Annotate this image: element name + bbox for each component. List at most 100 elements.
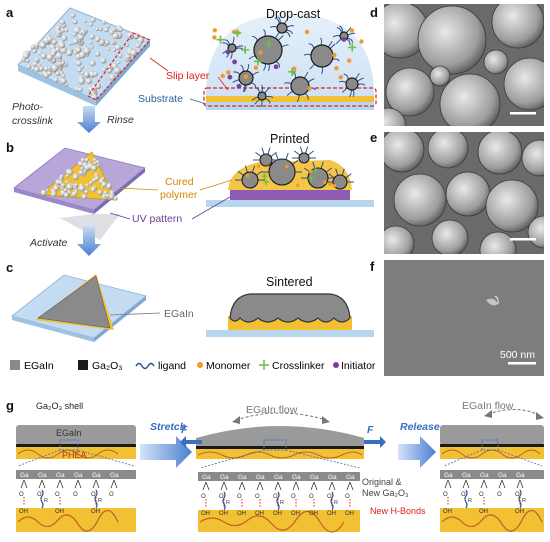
egain-particle (80, 157, 86, 163)
legend-monomer: Monomer (206, 360, 251, 372)
egain-particle (73, 183, 78, 187)
g-hbonds: New H-Bonds (370, 506, 426, 516)
panel-label-b: b (6, 140, 14, 155)
svg-text:O: O (515, 492, 520, 498)
svg-text:Ga: Ga (346, 474, 355, 481)
egain-particle (53, 185, 60, 192)
egain-particle (101, 20, 107, 25)
svg-text:O: O (273, 494, 278, 500)
title-sintered: Sintered (266, 275, 313, 289)
egain-particle (32, 48, 37, 54)
egain-particle (78, 170, 84, 176)
cured-leader-2 (199, 179, 233, 191)
egain-particle (118, 53, 123, 58)
egain-particle (26, 64, 32, 69)
label-uv-pattern: UV pattern (132, 213, 182, 225)
arrow-a-to-b (77, 106, 101, 133)
svg-text:R: R (226, 500, 230, 506)
legend-swatch-ga2o3 (78, 360, 88, 370)
g-egain-label: EGaIn (56, 428, 82, 438)
dropcast-schematic (203, 14, 377, 110)
egain-particle (84, 157, 90, 163)
svg-text:O: O (201, 494, 206, 500)
egain-particle (64, 82, 69, 87)
svg-text:Ga: Ga (274, 474, 283, 481)
svg-text:R: R (44, 498, 48, 504)
step-photo-2: crosslink (12, 115, 54, 127)
label-egain-c: EGaIn (164, 308, 194, 320)
egain-droplet (310, 44, 334, 68)
egain-particle (102, 68, 106, 72)
sem-particle (483, 49, 509, 75)
monomer-dot (212, 28, 217, 33)
monomer-dot (332, 52, 337, 58)
egain-particle (66, 49, 73, 57)
egain-particle (40, 53, 47, 60)
step-rinse: Rinse (107, 114, 134, 126)
egain-particle (68, 191, 72, 195)
panel-a-particles (21, 12, 145, 100)
panel-a-substrate (17, 7, 152, 106)
arrow-release (398, 436, 436, 468)
monomer-dot (292, 66, 297, 71)
svg-text:OH: OH (345, 511, 354, 517)
egain-particle (38, 66, 44, 72)
egain-particle (110, 40, 115, 45)
label-cured-2: polymer (160, 189, 198, 201)
sem-image-e (384, 132, 544, 254)
egain-particle (132, 32, 140, 40)
egain-particle (125, 43, 129, 48)
legend: EGaIn Ga₂O₃ ligand Monomer Crosslinker I… (10, 360, 376, 372)
egain-particle (101, 177, 105, 181)
sem-particle (393, 173, 447, 227)
g-original-1: Original & (362, 477, 402, 487)
egain-particle (103, 27, 109, 33)
svg-text:R: R (334, 500, 338, 506)
egain-particle (83, 71, 90, 78)
egain-particle (46, 53, 54, 61)
slip-leader-2 (217, 76, 229, 91)
monomer-dot (338, 75, 343, 80)
svg-text:OH: OH (19, 509, 28, 515)
svg-text:Ga: Ga (310, 474, 319, 481)
svg-text:OH: OH (255, 511, 264, 517)
initiator-dot (232, 59, 238, 65)
egain-particle (89, 22, 94, 27)
sem-particle (384, 132, 425, 173)
svg-text:OH: OH (219, 511, 228, 517)
egain-particle (78, 185, 85, 192)
egain-particle (91, 188, 96, 192)
slip-leader-1 (149, 57, 169, 72)
svg-text:O: O (291, 494, 296, 500)
egain-particle (72, 38, 79, 45)
egain-particle (53, 77, 59, 83)
egain-particle (61, 73, 66, 79)
egain-particle (58, 62, 62, 66)
svg-text:OH: OH (201, 511, 210, 517)
egain-particle (96, 161, 100, 165)
g-flow-label-right: EGaIn flow (462, 400, 514, 412)
initiator-dot (341, 37, 347, 42)
panel-label-d: d (370, 5, 378, 20)
legend-ga2o3: Ga₂O₃ (92, 360, 123, 372)
egain-particle (98, 27, 103, 32)
crosslinker-mark (348, 43, 357, 52)
egain-particle (68, 42, 72, 46)
sem-particle (477, 132, 523, 175)
egain-particle (83, 19, 87, 23)
egain-particle (22, 52, 30, 59)
egain-particle (78, 51, 86, 59)
egain-particle (77, 161, 84, 167)
panel-b-particles (40, 157, 118, 201)
egain-particle (88, 40, 93, 45)
cured-leader-1 (119, 187, 159, 191)
egain-particle (138, 42, 142, 46)
scalebar-e (510, 238, 536, 241)
svg-text:Ga: Ga (462, 472, 471, 479)
egain-particle (93, 71, 98, 77)
egain-particle (80, 71, 85, 75)
egain-particle (73, 26, 81, 34)
svg-text:O: O (55, 492, 60, 498)
monomer-dot (334, 66, 339, 71)
egain-particle (115, 44, 121, 51)
